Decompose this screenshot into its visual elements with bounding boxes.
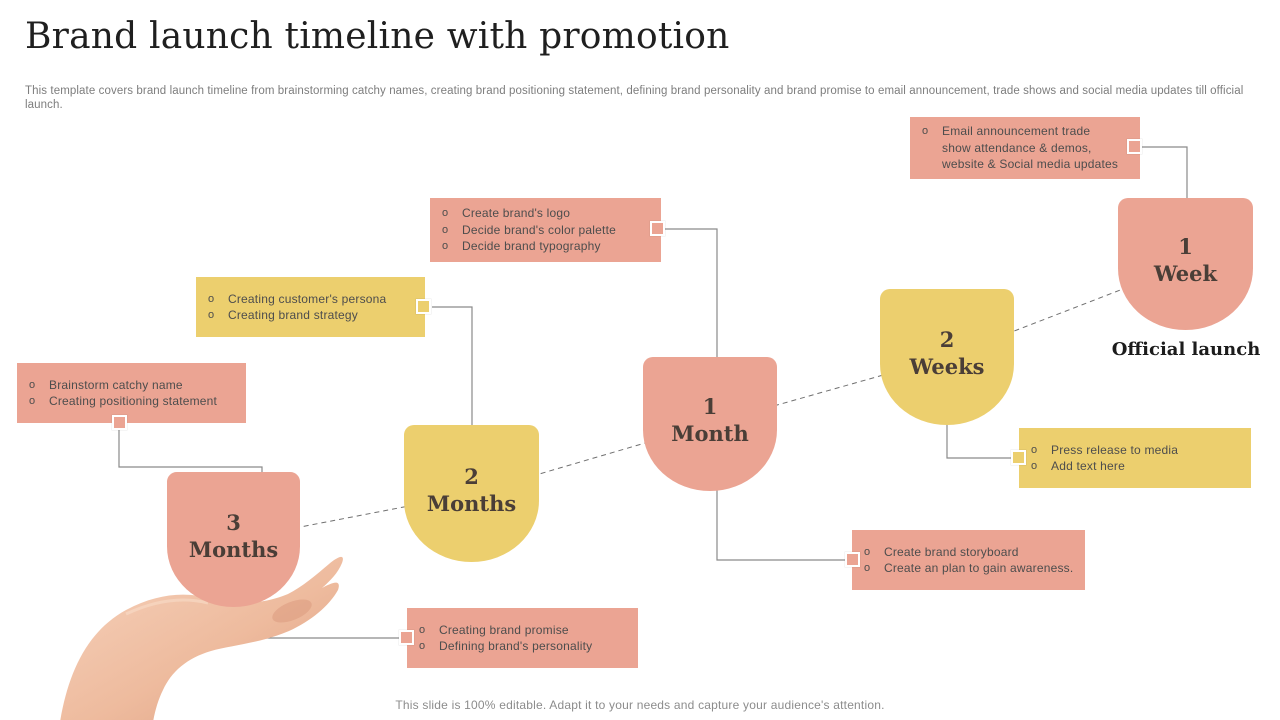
milestone-3-months[interactable]: 3 Months [167,472,300,607]
callout-item: o Add text here [1031,459,1125,473]
milestone-1-month[interactable]: 1 Month [643,357,777,491]
callout-item: o Decide brand typography [442,239,601,254]
callout-item: o Defining brand's personality [419,639,593,653]
slide-footer: This slide is 100% editable. Adapt it to… [395,698,885,712]
callout-item: o Decide brand's color palette [442,222,616,237]
callout-item: o Email announcement trade show attendan… [922,124,1119,172]
milestone-value: 3 [226,509,241,535]
callout-press[interactable]: o Press release to media o Add text here [1019,428,1251,488]
bullet-glyph: o [1031,443,1038,456]
bullet-glyph: o [29,395,36,407]
bullet-glyph: o [29,378,36,391]
callout-email[interactable]: o Email announcement trade show attendan… [910,117,1140,179]
slide-subtitle: This template covers brand launch timeli… [25,85,1244,111]
connector-handle [845,552,860,567]
page-title: Brand launch timeline with promotion [25,16,730,57]
milestone-value: 2 [464,463,479,489]
milestone-value: 1 [1178,234,1193,259]
bullet-glyph: o [442,240,449,253]
milestone-2-months[interactable]: 2 Months [404,425,539,562]
connector-handle [650,221,665,236]
bullet-glyph: o [1031,460,1038,472]
milestone-unit: Months [188,536,279,562]
bullet-glyph: o [419,640,426,652]
callout-promise[interactable]: o Creating brand promise o Defining bran… [407,608,638,668]
connector-handle [399,630,414,645]
callout-persona[interactable]: o Creating customer's persona o Creating… [196,277,425,337]
callout-item: o Creating customer's persona [208,291,387,306]
bullet-glyph: o [442,223,449,236]
milestone-unit: Month [671,421,749,446]
milestone-unit: Week [1153,261,1218,286]
official-launch-label: Official launch [1111,339,1261,360]
callout-item: o Create brand's logo [442,206,571,221]
callout-item: o Creating positioning statement [29,394,218,408]
timeline-dashed-line [232,264,1186,541]
bullet-glyph: o [442,207,449,220]
callout-brainstorm[interactable]: o Brainstorm catchy name o Creating posi… [17,363,246,423]
callout-item: o Create an plan to gain awareness. [864,561,1074,575]
callout-item: o Create brand storyboard [864,544,1019,559]
milestone-unit: Weeks [909,354,985,379]
bullet-glyph: o [208,292,215,305]
bullet-glyph: o [922,125,929,138]
callout-item: o Brainstorm catchy name [29,377,183,392]
bullet-glyph: o [864,545,871,558]
milestone-1-week[interactable]: 1 Week [1118,198,1253,330]
milestone-unit: Months [426,490,517,516]
bullet-glyph: o [208,309,215,321]
callout-storyboard[interactable]: o Create brand storyboard o Create an pl… [852,530,1085,590]
connector-handle [416,299,431,314]
connector-handle [1011,450,1026,465]
milestone-value: 2 [939,327,955,352]
bullet-glyph: o [864,562,871,574]
callout-logo[interactable]: o Create brand's logo o Decide brand's c… [430,198,661,262]
callout-item: o Creating brand strategy [208,308,359,322]
callout-item: o Creating brand promise [419,622,569,637]
hand-image [60,556,343,720]
connector-handle [112,415,127,430]
milestone-2-weeks[interactable]: 2 Weeks [880,289,1014,425]
bullet-glyph: o [419,623,426,636]
milestone-value: 1 [702,394,718,419]
connector-handle [1127,139,1142,154]
callout-item: o Press release to media [1031,442,1179,457]
